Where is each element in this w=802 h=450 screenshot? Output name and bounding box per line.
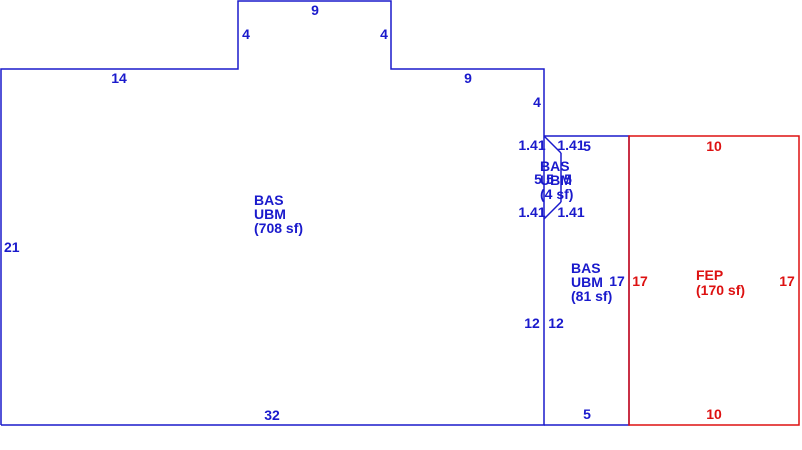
main-area-label: BAS UBM (708 sf) — [254, 192, 303, 236]
main-area-size: (708 sf) — [254, 220, 303, 236]
small-area-type: UBM — [540, 172, 572, 188]
small-area-label: BAS UBM (4 sf) — [540, 158, 573, 202]
dim-small-left-b: 5 — [546, 171, 554, 187]
mid-area-code: BAS — [571, 260, 601, 276]
porch-area-label: FEP (170 sf) — [696, 267, 745, 298]
dim-inner-right: 12 — [548, 315, 564, 331]
dim-step-down: 4 — [533, 94, 541, 110]
dim-porch-top: 10 — [706, 138, 722, 154]
small-area-code: BAS — [540, 158, 570, 174]
main-area-type: UBM — [254, 206, 286, 222]
dim-top-bump: 9 — [311, 2, 319, 18]
dim-bottom-main: 32 — [264, 407, 280, 423]
dim-porch-bottom: 10 — [706, 406, 722, 422]
dim-bump-left: 4 — [242, 26, 250, 42]
porch-area-code: FEP — [696, 267, 723, 283]
dim-bump-right: 4 — [380, 26, 388, 42]
dim-porch-right: 17 — [779, 273, 795, 289]
small-area-size: (4 sf) — [540, 186, 573, 202]
mid-area-label: BAS UBM (81 sf) — [571, 260, 612, 304]
dim-porch-left: 17 — [632, 273, 648, 289]
dim-diag-top-left: 1.41 — [518, 137, 545, 153]
mid-area-type: UBM — [571, 274, 603, 290]
dim-small-right-a: 5 — [564, 171, 572, 187]
dim-diag-bot-left: 1.41 — [518, 204, 545, 220]
porch-outline — [628, 135, 800, 426]
dim-top-left: 14 — [111, 70, 127, 86]
mid-area-size: (81 sf) — [571, 288, 612, 304]
small-area-diagonal-top — [543, 135, 562, 154]
porch-area-size: (170 sf) — [696, 282, 745, 298]
dim-inner-left: 12 — [524, 315, 540, 331]
dim-mid-right: 17 — [609, 273, 625, 289]
dim-left: 21 — [4, 239, 20, 255]
dim-mid-bottom: 5 — [583, 406, 591, 422]
dim-small-left-a: 5 — [534, 171, 542, 187]
dim-diag-bot-right: 1.41 — [557, 204, 584, 220]
dim-small-right-top: 5 — [583, 138, 591, 154]
dim-top-right: 9 — [464, 70, 472, 86]
dim-diag-top-right: 1.41 — [557, 137, 584, 153]
main-area-outline — [0, 0, 545, 426]
main-area-code: BAS — [254, 192, 284, 208]
small-area-diagonal-bottom — [543, 201, 562, 220]
